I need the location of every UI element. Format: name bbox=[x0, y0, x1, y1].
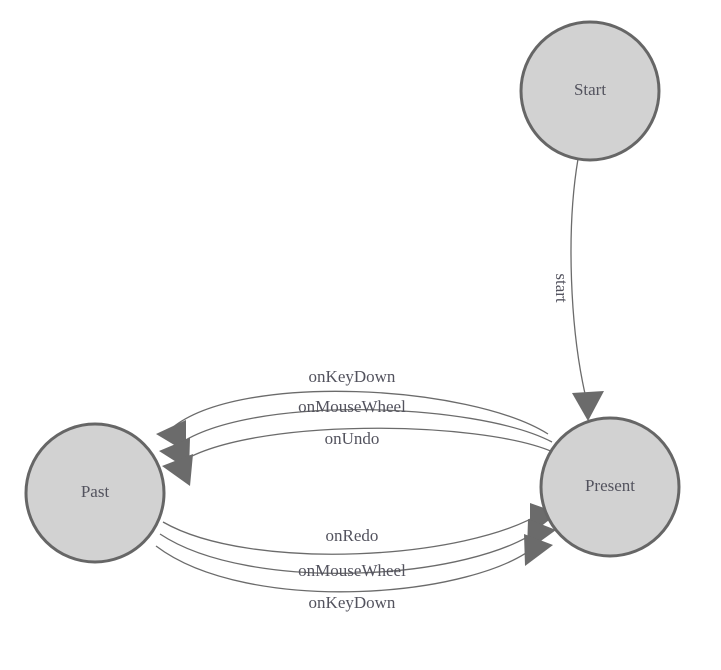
edge-past-to-present-onredo[interactable]: onRedo bbox=[162, 503, 558, 555]
arrowhead-present-to-past-undo bbox=[162, 454, 193, 486]
node-present-label: Present bbox=[585, 476, 635, 495]
edge-path-present-past-undo bbox=[177, 427, 554, 465]
edge-label-present-past-keydown: onKeyDown bbox=[309, 367, 396, 386]
edge-path-present-past-wheel bbox=[174, 409, 553, 448]
node-start-circle bbox=[519, 20, 661, 162]
arrowhead-start-to-present bbox=[572, 391, 604, 421]
edge-path-past-present-wheel bbox=[159, 527, 542, 574]
edge-label-past-present-keydown: onKeyDown bbox=[309, 593, 396, 612]
node-present[interactable]: Present bbox=[539, 416, 681, 558]
node-past[interactable]: Past bbox=[24, 422, 166, 564]
edge-path-past-present-keydown bbox=[155, 543, 539, 593]
node-start[interactable]: Start bbox=[519, 20, 661, 162]
edge-label-start: start bbox=[552, 273, 571, 303]
edge-start-to-present[interactable]: start bbox=[552, 158, 604, 421]
node-past-label: Past bbox=[81, 482, 110, 501]
edge-label-past-present-wheel: onMouseWheel bbox=[298, 561, 406, 580]
node-start-label: Start bbox=[574, 80, 606, 99]
edge-past-to-present-onkeydown[interactable]: onKeyDown bbox=[155, 534, 553, 612]
edge-present-to-past-onundo[interactable]: onUndo bbox=[162, 427, 554, 486]
edge-path-past-present-redo bbox=[162, 511, 544, 555]
edge-path-present-past-keydown bbox=[171, 390, 549, 435]
edge-path-start bbox=[570, 158, 587, 399]
node-present-circle bbox=[539, 416, 681, 558]
arrowhead-past-to-present-keydown bbox=[524, 534, 553, 566]
edge-label-present-past-undo: onUndo bbox=[325, 429, 380, 448]
node-past-circle bbox=[24, 422, 166, 564]
edge-label-past-present-redo: onRedo bbox=[326, 526, 379, 545]
edge-label-present-past-wheel: onMouseWheel bbox=[298, 397, 406, 416]
